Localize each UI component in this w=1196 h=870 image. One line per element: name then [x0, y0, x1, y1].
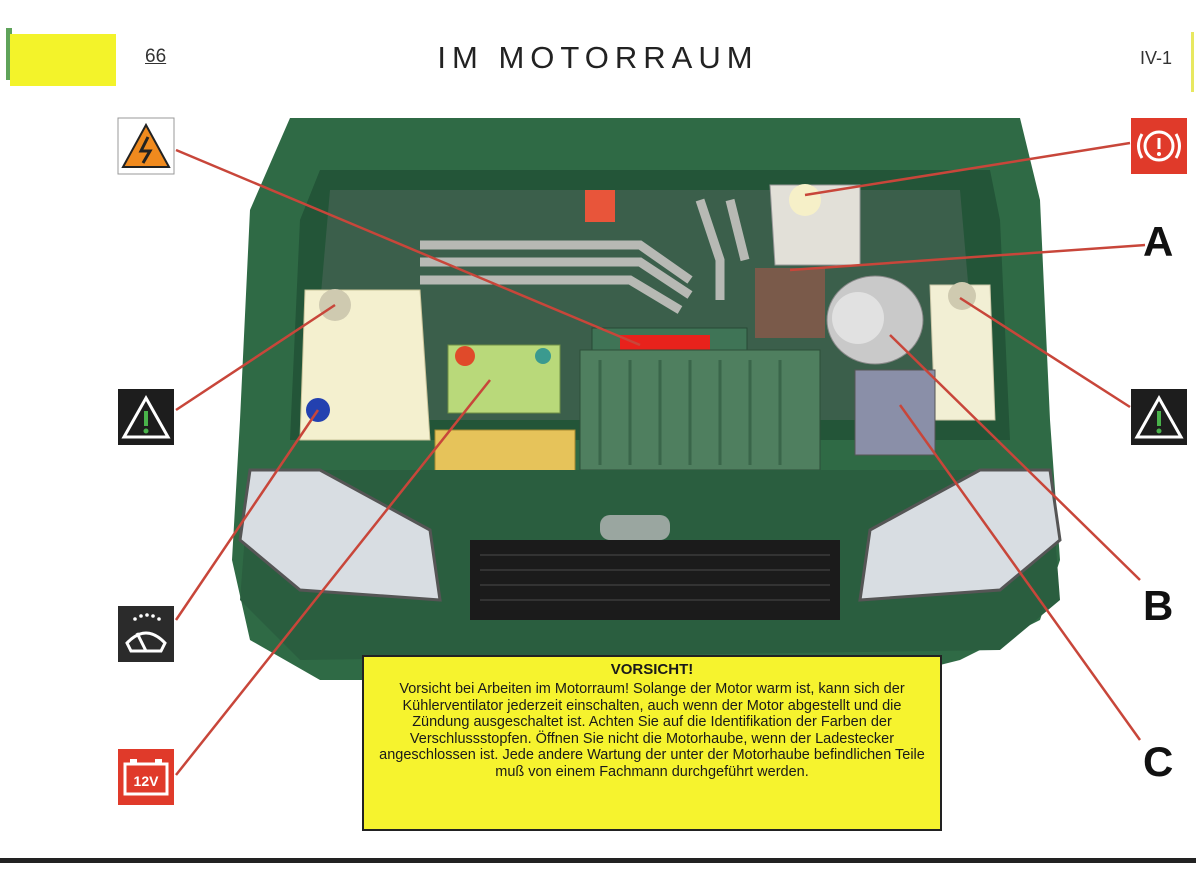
- warning-box: VORSICHT! Vorsicht bei Arbeiten im Motor…: [362, 655, 942, 831]
- warning-triangle-icon: [117, 388, 175, 446]
- bottom-rule: [0, 858, 1196, 863]
- callout-b: B: [1143, 582, 1174, 629]
- warning-title: VORSICHT!: [610, 661, 694, 678]
- high-voltage-warning-icon: [117, 117, 175, 175]
- chapter-tab: [10, 34, 116, 86]
- warning-text: Vorsicht bei Arbeiten im Motorraum! Sola…: [379, 681, 925, 780]
- callout-a: A: [1143, 218, 1174, 265]
- svg-text:12V: 12V: [134, 773, 160, 789]
- section-number: IV-1: [1139, 48, 1172, 68]
- brake-warning-icon: [1130, 117, 1188, 175]
- page-title: IM MOTORRAUM: [437, 40, 759, 75]
- page-number: 66: [145, 46, 167, 67]
- page-edge-stripe-right: [1191, 32, 1194, 92]
- battery-12v-icon: 12V: [117, 748, 175, 806]
- page-edge-stripe: [6, 28, 12, 80]
- callout-c: C: [1143, 738, 1174, 785]
- warning-triangle-icon: [1130, 388, 1188, 446]
- windscreen-washer-icon: [117, 605, 175, 663]
